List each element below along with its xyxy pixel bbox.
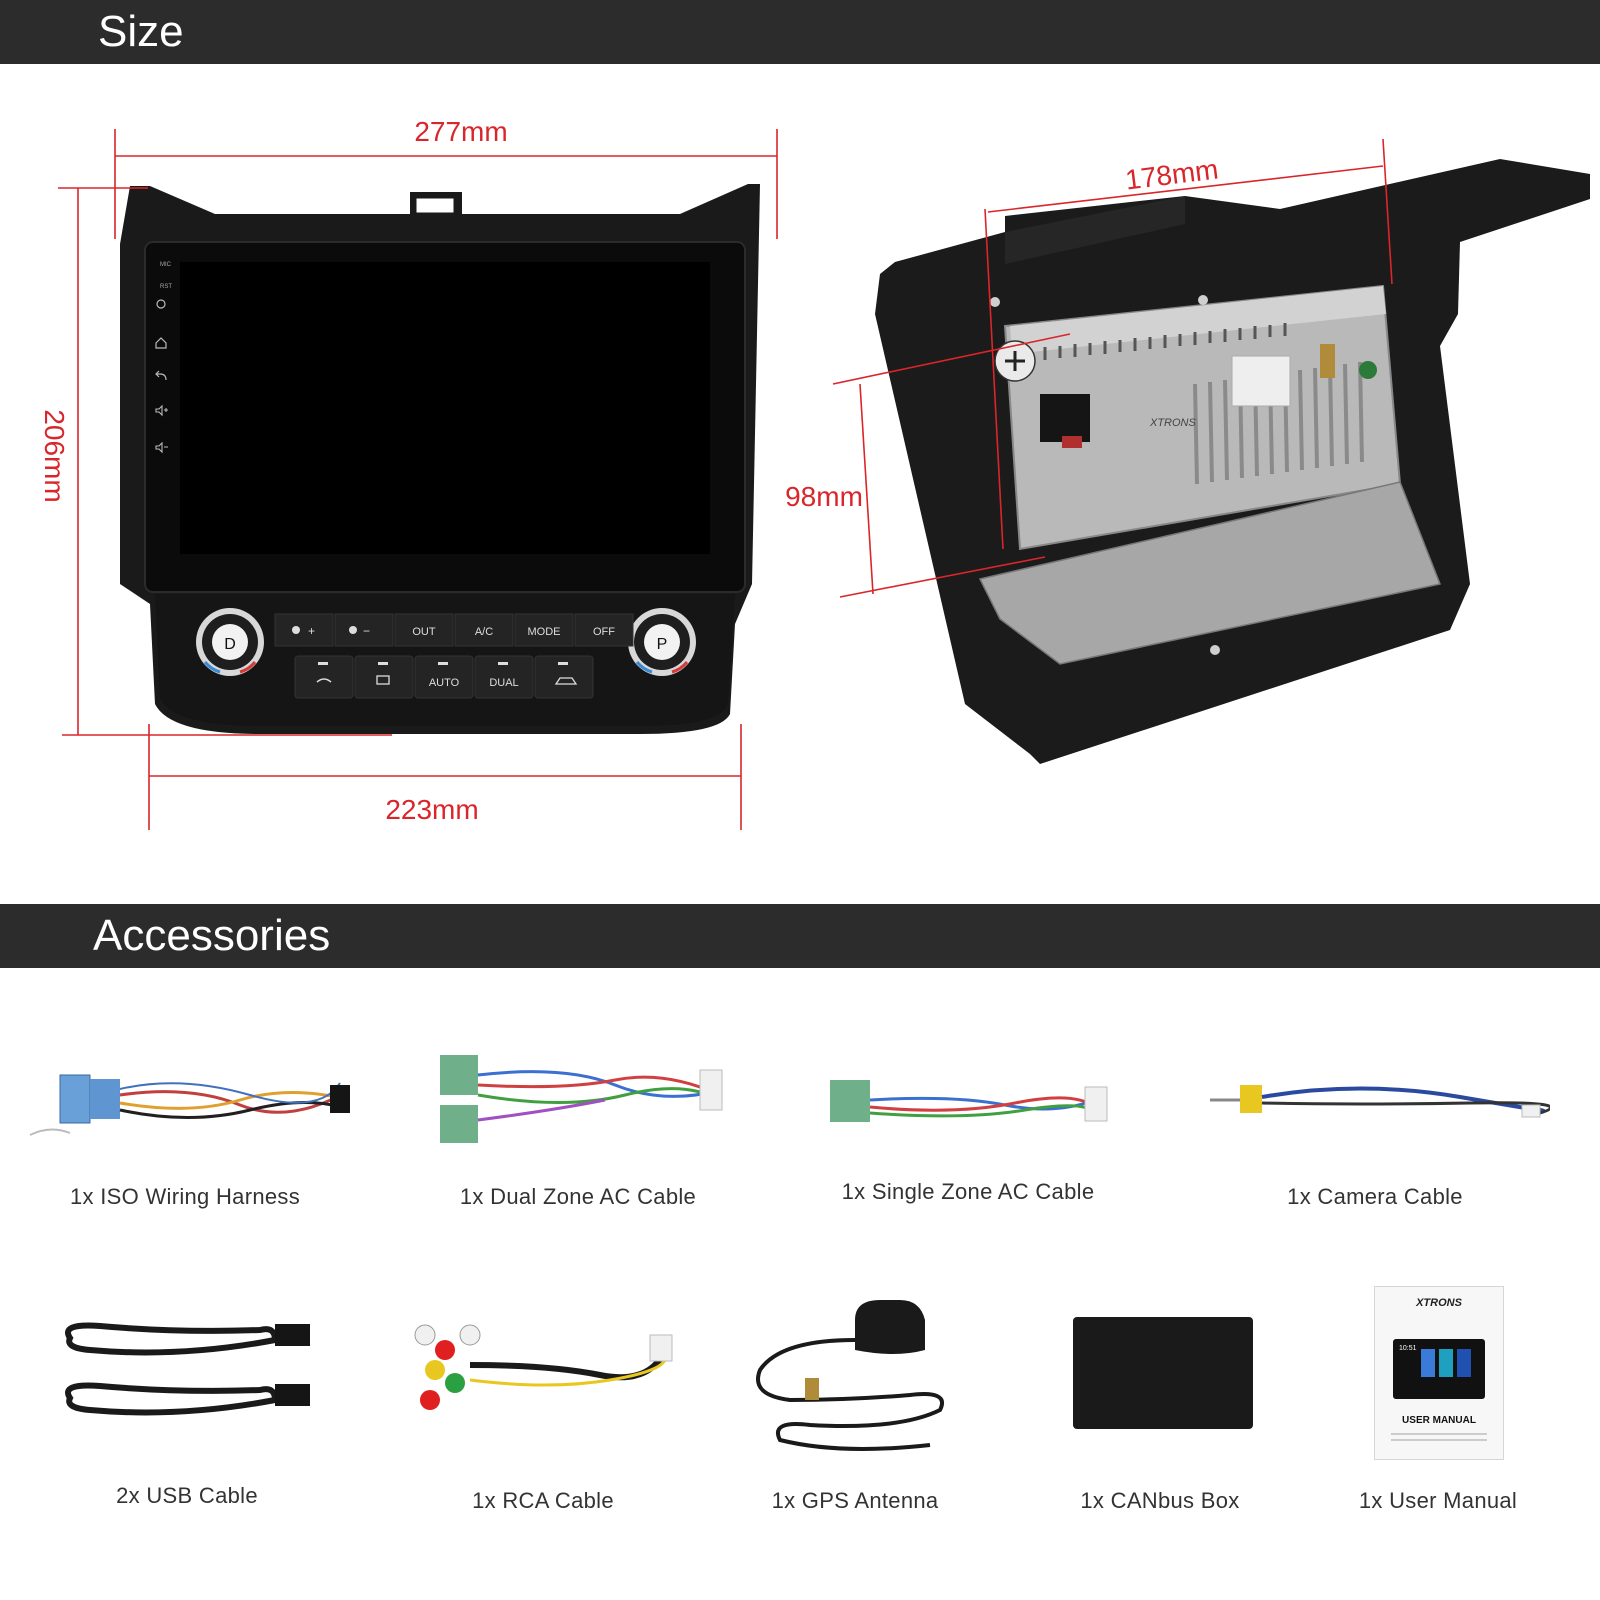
left-knob-label: D <box>224 636 236 653</box>
back-unit: XTRONS <box>875 159 1590 764</box>
camera-cable-image <box>1210 1085 1550 1118</box>
rear-defrost-icon <box>376 675 390 685</box>
fan-up-label: + <box>308 624 315 638</box>
ac-label: A/C <box>475 626 493 638</box>
off-button[interactable] <box>574 613 634 647</box>
accessories-section-header: Accessories <box>0 904 1600 968</box>
home-icon[interactable] <box>155 337 167 349</box>
climate-buttons-row2: AUTO DUAL <box>294 655 594 699</box>
accessory-label: 1x ISO Wiring Harness <box>69 1184 301 1209</box>
front-unit: MIC RST D P <box>120 184 760 734</box>
mode-label: MODE <box>528 626 561 638</box>
gps-antenna-image <box>756 1300 944 1451</box>
accessory-label: 1x CANbus Box <box>1080 1488 1240 1513</box>
out-label: OUT <box>412 626 436 638</box>
power-icon[interactable] <box>156 299 166 309</box>
front-dimensions: 277mm 206mm 223mm <box>39 116 778 830</box>
width-bottom-label: 223mm <box>385 794 478 825</box>
single-zone-ac-cable-image <box>830 1080 1108 1122</box>
dual-label: DUAL <box>489 677 518 689</box>
size-diagram: MIC RST D P <box>39 116 1590 830</box>
volume-up-icon[interactable] <box>155 404 168 417</box>
auto-button[interactable] <box>414 655 474 699</box>
fan-icon <box>349 626 357 634</box>
back-height-label: 98mm <box>785 481 863 512</box>
height-left-label: 206mm <box>39 409 70 502</box>
right-knob-label: P <box>657 636 668 653</box>
fan-icon <box>292 626 300 634</box>
accessory-label: 1x RCA Cable <box>472 1488 614 1513</box>
manual-time: 10:51 <box>1399 1345 1417 1352</box>
defrost-icon <box>316 678 332 683</box>
rst-label: RST <box>160 284 172 290</box>
climate-buttons-row1: + − OUT A/C MODE OFF <box>274 613 634 647</box>
user-manual-image: XTRONS 10:51 USER MANUAL <box>1374 1286 1504 1460</box>
recirculate-icon <box>554 677 578 685</box>
fan-down-label: − <box>363 624 370 638</box>
recirculate-button[interactable] <box>534 655 594 699</box>
right-knob[interactable]: P <box>628 608 696 676</box>
manual-brand: XTRONS <box>1416 1297 1462 1309</box>
iso-wiring-harness-image <box>29 1074 350 1136</box>
manual-screen: 10:51 <box>1393 1339 1485 1399</box>
usb-cable-image <box>65 1322 310 1416</box>
fan-down-button[interactable] <box>334 613 394 647</box>
back-icon[interactable] <box>155 370 167 381</box>
left-knob[interactable]: D <box>196 608 264 676</box>
rca-cable-image <box>414 1324 673 1410</box>
dual-button[interactable] <box>474 655 534 699</box>
width-top-label: 277mm <box>414 116 507 147</box>
accessory-label: 1x GPS Antenna <box>771 1488 939 1513</box>
accessory-label: 1x Camera Cable <box>1287 1184 1463 1209</box>
volume-down-icon[interactable] <box>155 441 168 454</box>
accessory-label: 1x User Manual <box>1358 1488 1518 1513</box>
dual-zone-ac-cable-image <box>440 1055 723 1143</box>
rear-defrost-button[interactable] <box>294 655 354 699</box>
out-button[interactable] <box>394 613 454 647</box>
mic-label: MIC <box>160 262 172 268</box>
mode-button[interactable] <box>514 613 574 647</box>
back-width-label: 178mm <box>1124 153 1220 195</box>
canbus-box-image <box>1073 1317 1253 1429</box>
manual-title: USER MANUAL <box>1402 1415 1476 1426</box>
fan-up-button[interactable] <box>274 613 334 647</box>
accessories-section-title: Accessories <box>93 911 331 960</box>
off-label: OFF <box>593 626 615 638</box>
accessory-label: 1x Dual Zone AC Cable <box>459 1184 697 1209</box>
back-brand-label: XTRONS <box>1149 417 1197 429</box>
auto-label: AUTO <box>429 677 460 689</box>
ac-button[interactable] <box>454 613 514 647</box>
size-section-title: Size <box>98 7 184 56</box>
accessory-label: 1x Single Zone AC Cable <box>841 1179 1095 1204</box>
accessory-label: 2x USB Cable <box>116 1483 258 1508</box>
size-section-header: Size <box>0 0 1600 64</box>
front-defrost-button[interactable] <box>354 655 414 699</box>
